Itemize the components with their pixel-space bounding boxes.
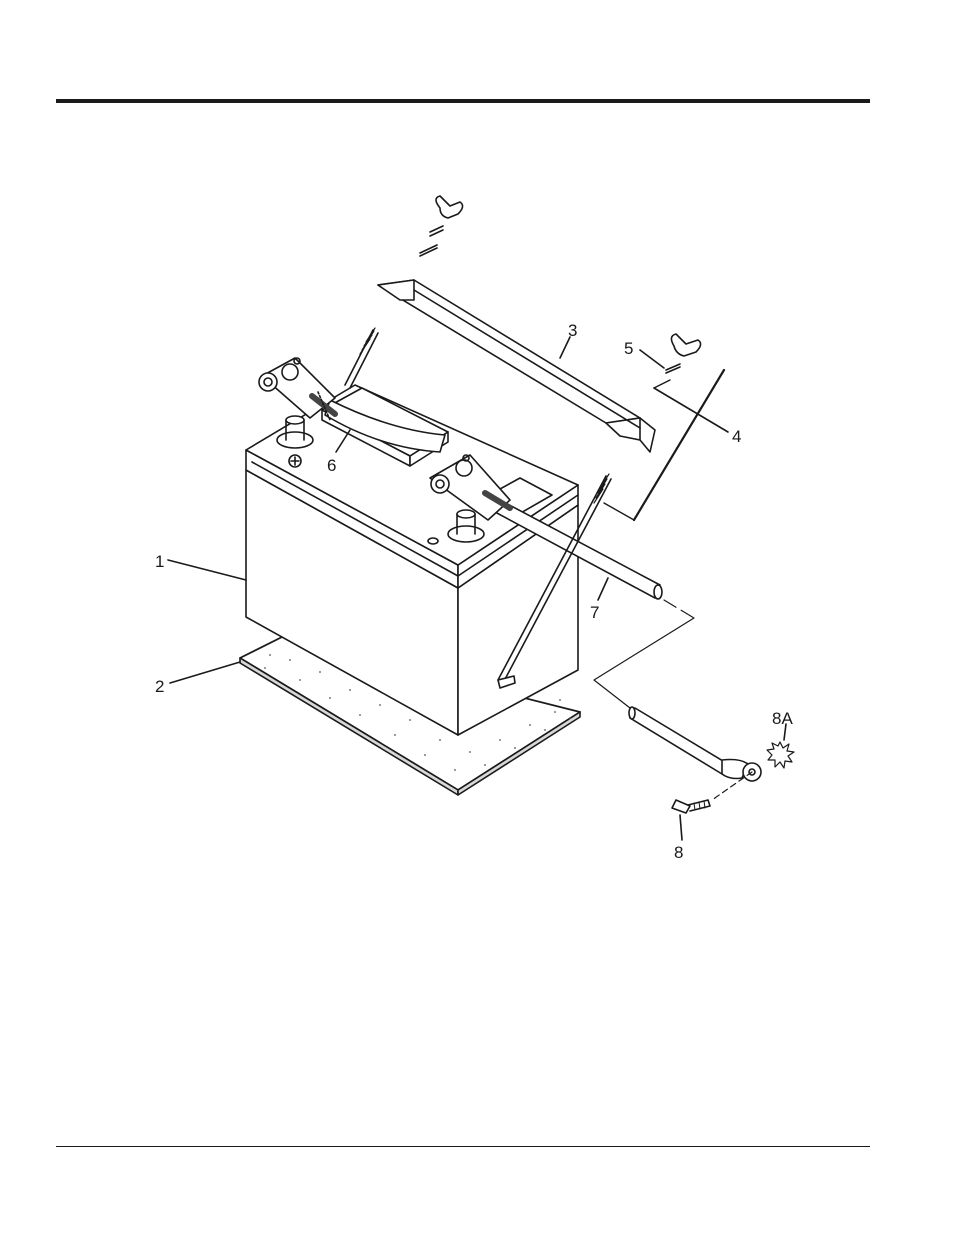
flat-washer bbox=[666, 364, 680, 373]
footer-rule bbox=[56, 1146, 870, 1147]
callout-positive-cable: 6 bbox=[327, 456, 336, 475]
callout-battery: 1 bbox=[155, 552, 164, 571]
washer-left-upper bbox=[430, 226, 443, 236]
lock-washer bbox=[654, 380, 670, 388]
star-washer bbox=[767, 742, 794, 768]
wing-nut-right bbox=[671, 334, 700, 356]
ground-screw bbox=[672, 800, 710, 813]
ground-cable bbox=[629, 707, 761, 781]
callout-tray-pad: 2 bbox=[155, 677, 164, 696]
washer-left-lower bbox=[420, 245, 437, 256]
callout-negative-cable: 7 bbox=[590, 603, 599, 622]
wing-nut-left bbox=[436, 196, 463, 218]
callout-ground-screw: 8 bbox=[674, 843, 683, 862]
callout-flat-washer: 5 bbox=[624, 339, 633, 358]
callout-lock-washer: 4 bbox=[732, 427, 741, 446]
callout-hold-down-bar: 3 bbox=[568, 321, 577, 340]
callout-star-washer: 8A bbox=[772, 709, 793, 728]
hold-down-rod-left bbox=[345, 328, 378, 388]
